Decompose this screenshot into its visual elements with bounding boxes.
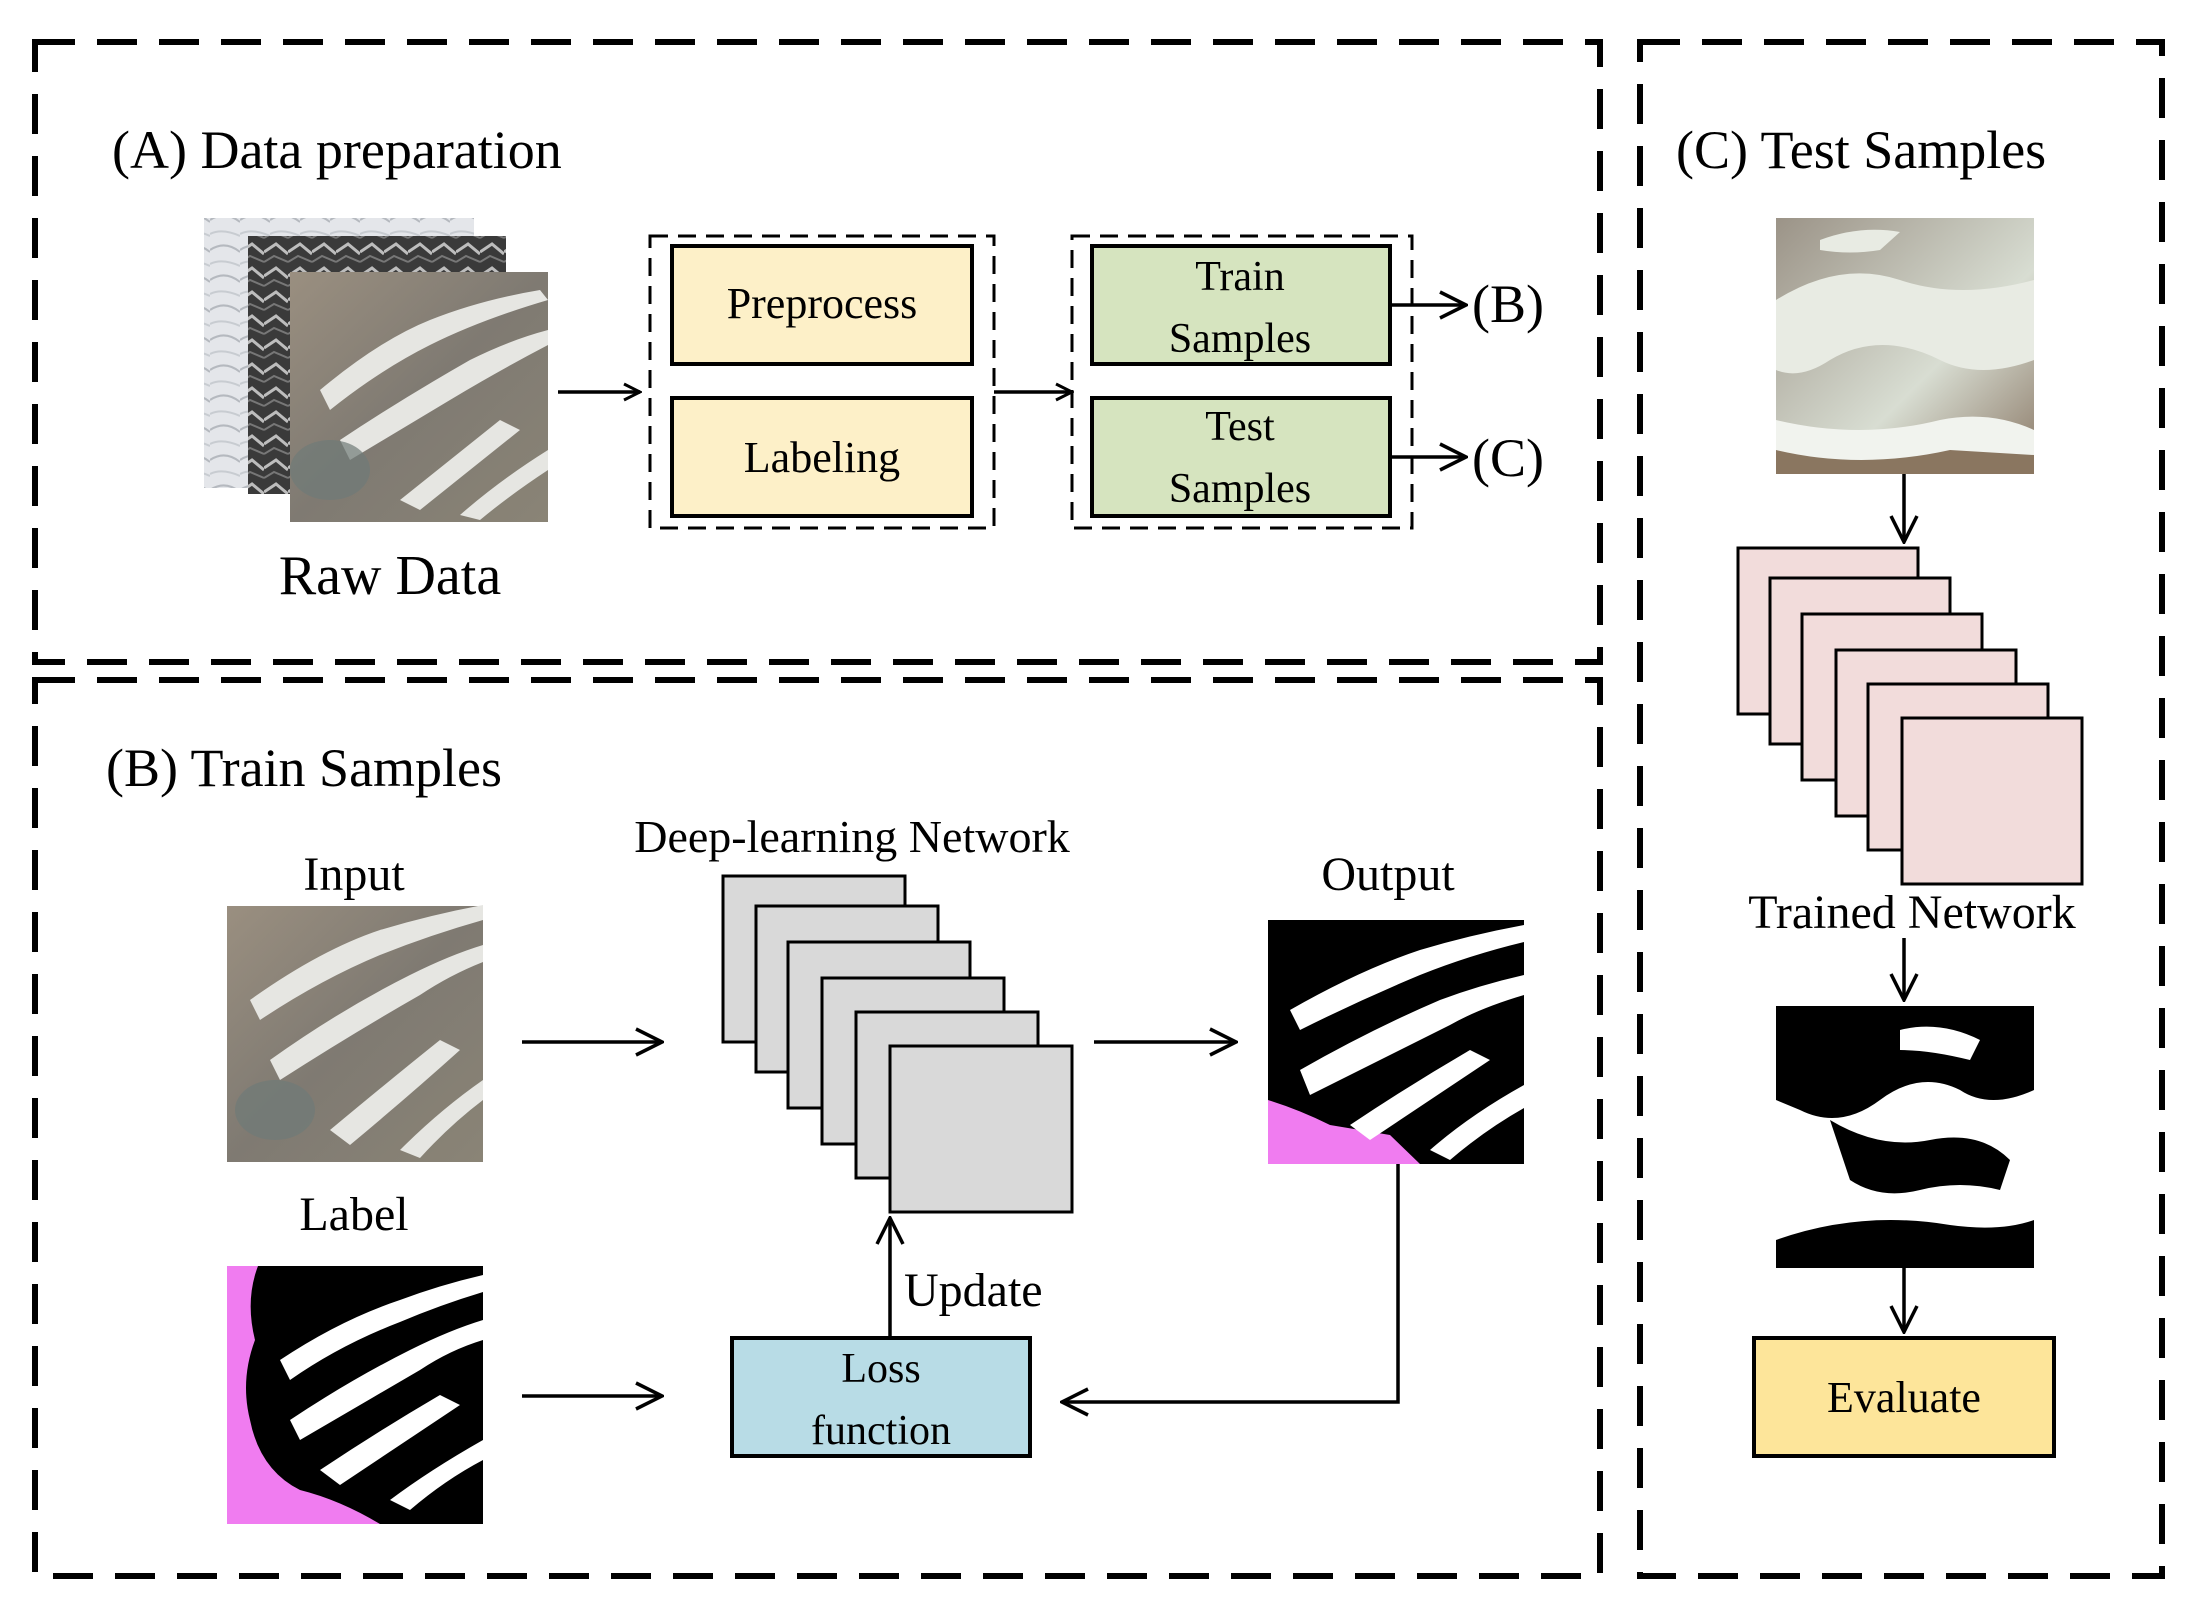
trained-network-label: Trained Network [1748, 886, 2076, 939]
loss-function-box [730, 1336, 1032, 1458]
panel-c-border [1637, 39, 2165, 1579]
evaluate-label: Evaluate [1827, 1373, 1981, 1422]
test-samples-line1: Test [1205, 404, 1275, 450]
output-mask-image [1268, 920, 1524, 1164]
panel-a-border [32, 39, 1603, 665]
arrow-output-to-loss [1062, 1164, 1400, 1402]
panel-c-title: (C) Test Samples [1676, 120, 2046, 180]
panel-b-border [32, 677, 1603, 1579]
raw-data-stack [204, 218, 548, 522]
label-mask-image [227, 1266, 483, 1524]
train-samples-box [1090, 244, 1392, 366]
preprocess-label: Preprocess [727, 279, 918, 328]
input-label: Input [303, 848, 405, 901]
train-samples-line2: Samples [1169, 316, 1311, 362]
loss-function-line1: Loss [841, 1346, 920, 1392]
raw-data-label: Raw Data [279, 545, 502, 607]
process-group-border [648, 234, 996, 530]
output-label: Output [1321, 848, 1455, 901]
input-image [227, 905, 483, 1162]
trained-network-stack [1736, 546, 2084, 886]
test-result-mask-image [1776, 1006, 2034, 1268]
raw-data-rgb-image [290, 272, 548, 522]
panel-c: (C) Test Samples Trained Network [1637, 39, 2165, 1579]
panel-a: (A) Data preparation Raw Data Preprocess… [32, 39, 1603, 665]
panel-b-title: (B) Train Samples [106, 738, 502, 798]
panel-a-title: (A) Data preparation [112, 120, 562, 180]
labeling-label: Labeling [744, 433, 900, 482]
update-label: Update [904, 1264, 1043, 1317]
train-samples-line1: Train [1195, 254, 1284, 300]
deep-learning-network-stack [721, 874, 1074, 1214]
label-label: Label [299, 1188, 408, 1241]
preprocess-box [670, 244, 974, 366]
evaluate-box [1752, 1336, 2056, 1458]
panel-b: (B) Train Samples Input Label Deep-learn… [32, 677, 1603, 1579]
labeling-box [670, 396, 974, 518]
to-b-label: (B) [1472, 274, 1544, 334]
to-c-label: (C) [1472, 428, 1544, 488]
test-samples-line2: Samples [1169, 466, 1311, 512]
network-label: Deep-learning Network [634, 811, 1070, 862]
test-sample-image [1776, 218, 2034, 474]
loss-function-line2: function [811, 1408, 951, 1454]
samples-group-border [1070, 234, 1414, 530]
